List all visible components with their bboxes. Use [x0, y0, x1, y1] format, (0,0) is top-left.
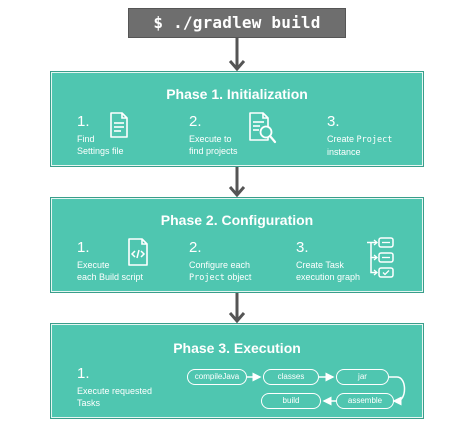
connector-arrow-3 [229, 292, 245, 324]
connector-arrow-1 [229, 38, 245, 72]
task-build: build [261, 393, 321, 409]
document-icon [109, 112, 129, 143]
step-find-settings: 1. Find Settings file [77, 113, 124, 157]
step-execute-tasks: 1. Execute requested Tasks [77, 365, 153, 409]
phase-title: Phase 2. Configuration [160, 212, 314, 228]
code-file-icon [127, 238, 149, 271]
step-find-projects: 2. Execute to find projects [189, 113, 238, 157]
task-assemble: assemble [336, 393, 394, 409]
phase-title: Phase 1. Initialization [166, 86, 308, 102]
step-create-project: 3. Create Project instance [327, 113, 393, 158]
task-jar: jar [336, 369, 389, 385]
phase-configuration: Phase 2. Configuration 1. Execute each B… [50, 197, 424, 293]
document-search-icon [248, 112, 278, 149]
connector-arrow-2 [229, 166, 245, 198]
task-flow-arrows [247, 372, 406, 406]
phase-initialization: Phase 1. Initialization 1. Find Settings… [50, 71, 424, 167]
step-execute-build-script: 1. Execute each Build script [77, 239, 144, 283]
task-compilejava: compileJava [187, 369, 247, 385]
gradle-command: $ ./gradlew build [128, 8, 346, 38]
step-create-task-graph: 3. Create Task execution graph [296, 239, 361, 283]
task-classes: classes [263, 369, 319, 385]
task-graph-icon [365, 236, 395, 285]
phase-title: Phase 3. Execution [173, 340, 301, 356]
phase-execution: Phase 3. Execution 1. Execute requested … [50, 323, 424, 419]
step-configure-project: 2. Configure each Project object [189, 239, 252, 284]
